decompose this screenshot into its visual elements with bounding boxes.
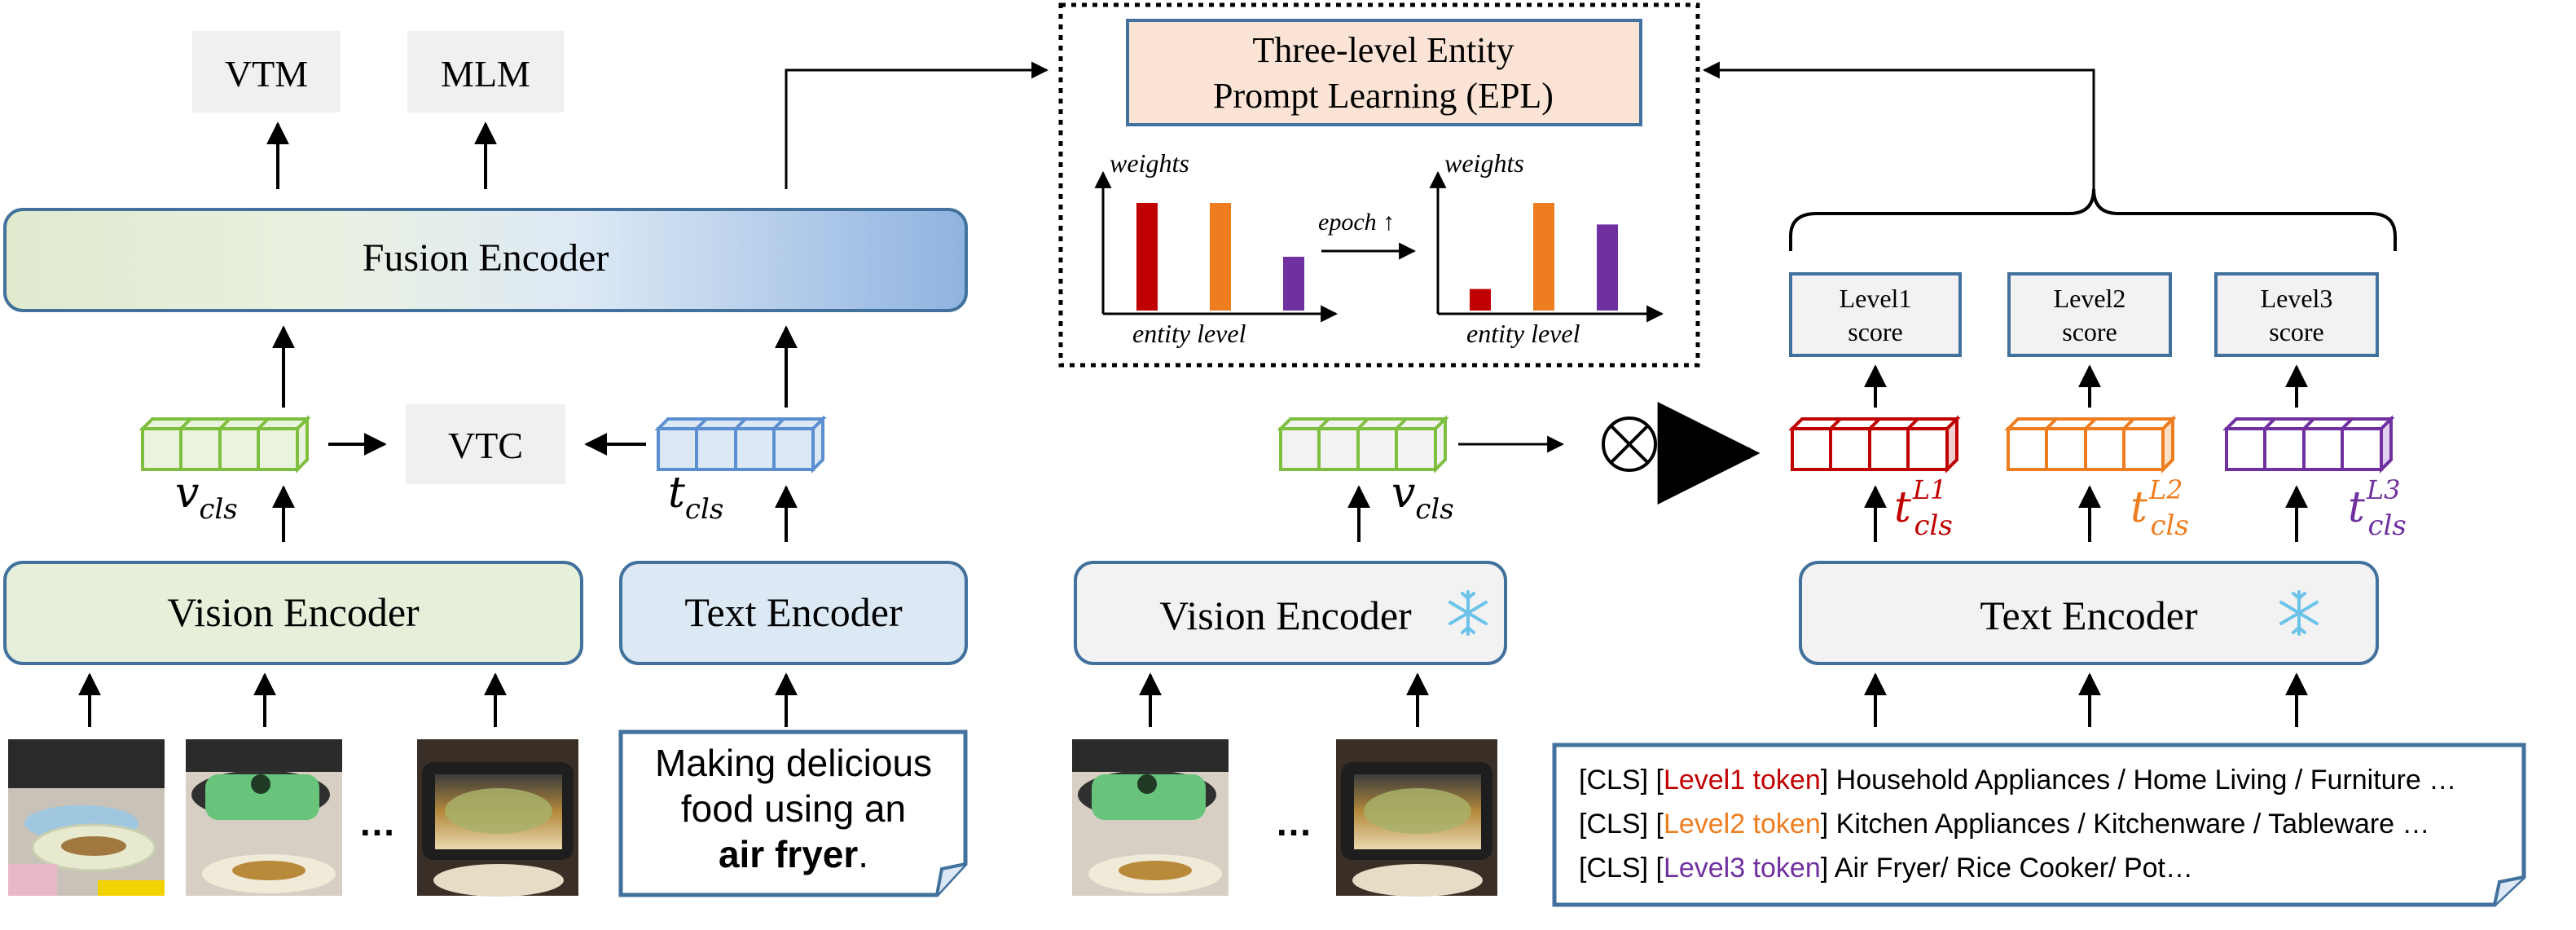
prompt-line-3: [CLS] [Level3 token] Air Fryer/ Rice Coo… — [1579, 853, 2193, 884]
level3-score-line1: Level3 — [2261, 284, 2333, 313]
mlm-box: MLM — [407, 31, 564, 112]
vtc-box: VTC — [406, 404, 565, 484]
tcls-vector-left — [654, 415, 827, 474]
epl-title-box: Three-level Entity Prompt Learning (EPL) — [1126, 19, 1642, 126]
weights-chart-after: weights entity level — [1429, 148, 1664, 348]
text-encoder-right: Text Encoder — [1799, 561, 2379, 665]
frames-ellipsis-right: … — [1275, 801, 1312, 844]
text-encoder-left-label: Text Encoder — [684, 589, 903, 635]
vision-encoder-right-label: Vision Encoder — [1159, 593, 1412, 638]
video-frame-1 — [8, 739, 165, 896]
vcls-vector-left — [138, 415, 311, 474]
vtm-box: VTM — [192, 31, 341, 112]
chart2-bar-level1 — [1470, 289, 1491, 311]
mlm-label: MLM — [441, 53, 530, 95]
vision-encoder-left: Vision Encoder — [3, 561, 583, 665]
vcls-label-right: vcls — [1391, 469, 1454, 526]
epoch-label: epoch ↑ — [1318, 209, 1395, 236]
arrow-brace-to-epl — [1702, 61, 2095, 189]
level1-score-line1: Level1 — [1840, 284, 1912, 313]
level2-score-box: Level2 score — [2007, 272, 2172, 357]
fusion-encoder-label: Fusion Encoder — [363, 236, 609, 280]
snowflake-icon — [1448, 590, 1488, 636]
chart1-ylabel: weights — [1110, 148, 1189, 178]
prompt-line-2: [CLS] [Level2 token] Kitchen Appliances … — [1579, 809, 2430, 840]
level2-vector — [2004, 415, 2177, 474]
caption-note: Making delicious food using an air fryer… — [618, 729, 968, 897]
chart1-bar-level2 — [1210, 203, 1231, 311]
vtm-label: VTM — [225, 53, 308, 95]
video-frame-3 — [417, 739, 578, 897]
text-encoder-left: Text Encoder — [619, 561, 968, 665]
chart2-bar-level3 — [1597, 224, 1618, 311]
chart2-ylabel: weights — [1444, 148, 1524, 178]
level3-vector — [2222, 415, 2395, 474]
chart1-xlabel: entity level — [1132, 319, 1246, 348]
video-frame-r1 — [1072, 739, 1229, 896]
chart2-bar-level2 — [1533, 203, 1554, 311]
level2-score-line2: score — [2062, 317, 2117, 346]
vision-encoder-right: Vision Encoder — [1074, 561, 1507, 665]
frames-ellipsis-left: … — [358, 801, 396, 844]
level1-score-line2: score — [1848, 317, 1903, 346]
level1-score-box: Level1 score — [1789, 272, 1962, 357]
level1-vector — [1788, 415, 1961, 474]
weights-chart-before: weights entity level — [1094, 148, 1339, 348]
prompt-line-1: [CLS] [Level1 token] Household Appliance… — [1579, 765, 2456, 796]
chart1-bar-level3 — [1283, 257, 1304, 311]
vcls-vector-right — [1277, 415, 1449, 474]
caption-line2: food using an — [681, 787, 906, 830]
brace — [1789, 188, 2397, 251]
caption-line1: Making delicious — [655, 742, 932, 784]
epl-title-line1: Three-level Entity — [1252, 30, 1514, 70]
prompt-note: [CLS] [Level1 token] Household Appliance… — [1552, 743, 2526, 907]
level2-score-line1: Level2 — [2054, 284, 2126, 313]
chart2-xlabel: entity level — [1466, 319, 1580, 348]
arrow-fusion-to-epl — [785, 61, 1049, 189]
snowflake-icon — [2279, 590, 2319, 636]
vcls-label-left: vcls — [175, 469, 238, 526]
fusion-encoder: Fusion Encoder — [3, 208, 968, 312]
level3-score-box: Level3 score — [2214, 272, 2379, 357]
chart1-bar-level1 — [1136, 203, 1158, 311]
epl-title-line2: Prompt Learning (EPL) — [1213, 76, 1554, 116]
video-frame-2 — [186, 739, 342, 896]
vtc-label: VTC — [448, 425, 523, 466]
vision-encoder-left-label: Vision Encoder — [167, 589, 420, 635]
caption-line3: air fryer. — [719, 833, 868, 875]
text-encoder-right-label: Text Encoder — [1980, 593, 2198, 638]
level3-score-line2: score — [2269, 317, 2324, 346]
video-frame-r2 — [1336, 739, 1497, 897]
tcls-label-left: tcls — [668, 469, 723, 526]
otimes-operator — [1602, 417, 1657, 472]
